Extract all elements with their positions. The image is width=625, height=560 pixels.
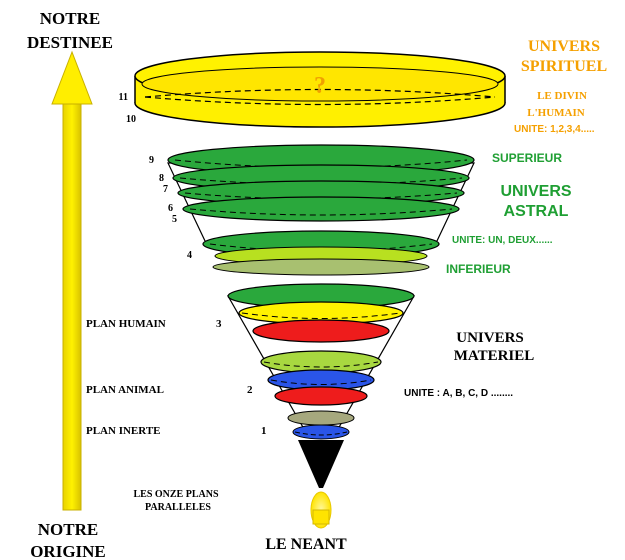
plane-11-number: 11	[119, 92, 128, 103]
astral-title-2: ASTRAL	[504, 203, 569, 220]
arrow-head	[51, 50, 93, 105]
plane-9-number: 9	[149, 155, 154, 166]
neant-base	[312, 509, 330, 525]
cone-tip	[298, 440, 344, 488]
plane-3-red-disc	[252, 319, 390, 343]
plane-8-number: 8	[159, 173, 164, 184]
plane-3-number: 3	[216, 318, 222, 330]
question-mark: ?	[314, 73, 326, 99]
material-title-1: UNIVERS	[456, 330, 524, 346]
spiritual-title-1: UNIVERS	[528, 38, 600, 55]
arrow-top-label-1: NOTRE	[40, 9, 100, 28]
neant-label: LE NEANT	[265, 536, 347, 553]
plane-2-number: 2	[247, 384, 253, 396]
material-unite: UNITE : A, B, C, D ........	[404, 388, 513, 399]
arrow-bottom-label-1: NOTRE	[38, 520, 98, 539]
spiritual-humain: L'HUMAIN	[527, 107, 585, 119]
material-title-2: MATERIEL	[454, 348, 535, 364]
plane-1-olive-disc	[287, 410, 355, 426]
astral-unite: UNITE: UN, DEUX......	[452, 235, 553, 246]
plane-astral-bottom	[212, 258, 430, 276]
onze-plans-label-1: LES ONZE PLANS	[133, 489, 218, 500]
astral-inferieur: INFERIEUR	[446, 262, 511, 276]
spiritual-universe-disc: ?	[134, 51, 506, 128]
arrow-shaft	[62, 99, 82, 511]
plane-11-inner	[141, 66, 499, 102]
plane-2-red-disc	[274, 386, 368, 406]
arrow-top-label-2: DESTINEE	[27, 33, 113, 52]
plane-1-blue-disc	[292, 424, 350, 440]
plane-5-number: 5	[172, 214, 177, 225]
plan-humain-label: PLAN HUMAIN	[86, 318, 166, 330]
spiritual-title-2: SPIRITUEL	[521, 58, 607, 75]
material-universe-cone	[226, 283, 416, 529]
plane-1-number: 1	[261, 425, 267, 437]
onze-plans-label-2: PARALLELES	[145, 502, 211, 513]
astral-title-1: UNIVERS	[500, 183, 571, 200]
plane-7-number: 7	[163, 184, 168, 195]
astral-superieur: SUPERIEUR	[492, 151, 562, 165]
plane-6-number: 6	[168, 203, 173, 214]
astral-universe-cone	[167, 144, 475, 276]
destiny-arrow	[51, 50, 93, 511]
arrow-bottom-label-2: ORIGINE	[30, 542, 106, 560]
plan-animal-label: PLAN ANIMAL	[86, 384, 164, 396]
plane-6-disc	[182, 196, 460, 222]
spiritual-divin: LE DIVIN	[537, 90, 587, 102]
spiritual-unite: UNITE: 1,2,3,4.....	[514, 124, 595, 135]
plane-4-number: 4	[187, 250, 192, 261]
plane-10-number: 10	[126, 114, 136, 125]
plan-inerte-label: PLAN INERTE	[86, 425, 161, 437]
